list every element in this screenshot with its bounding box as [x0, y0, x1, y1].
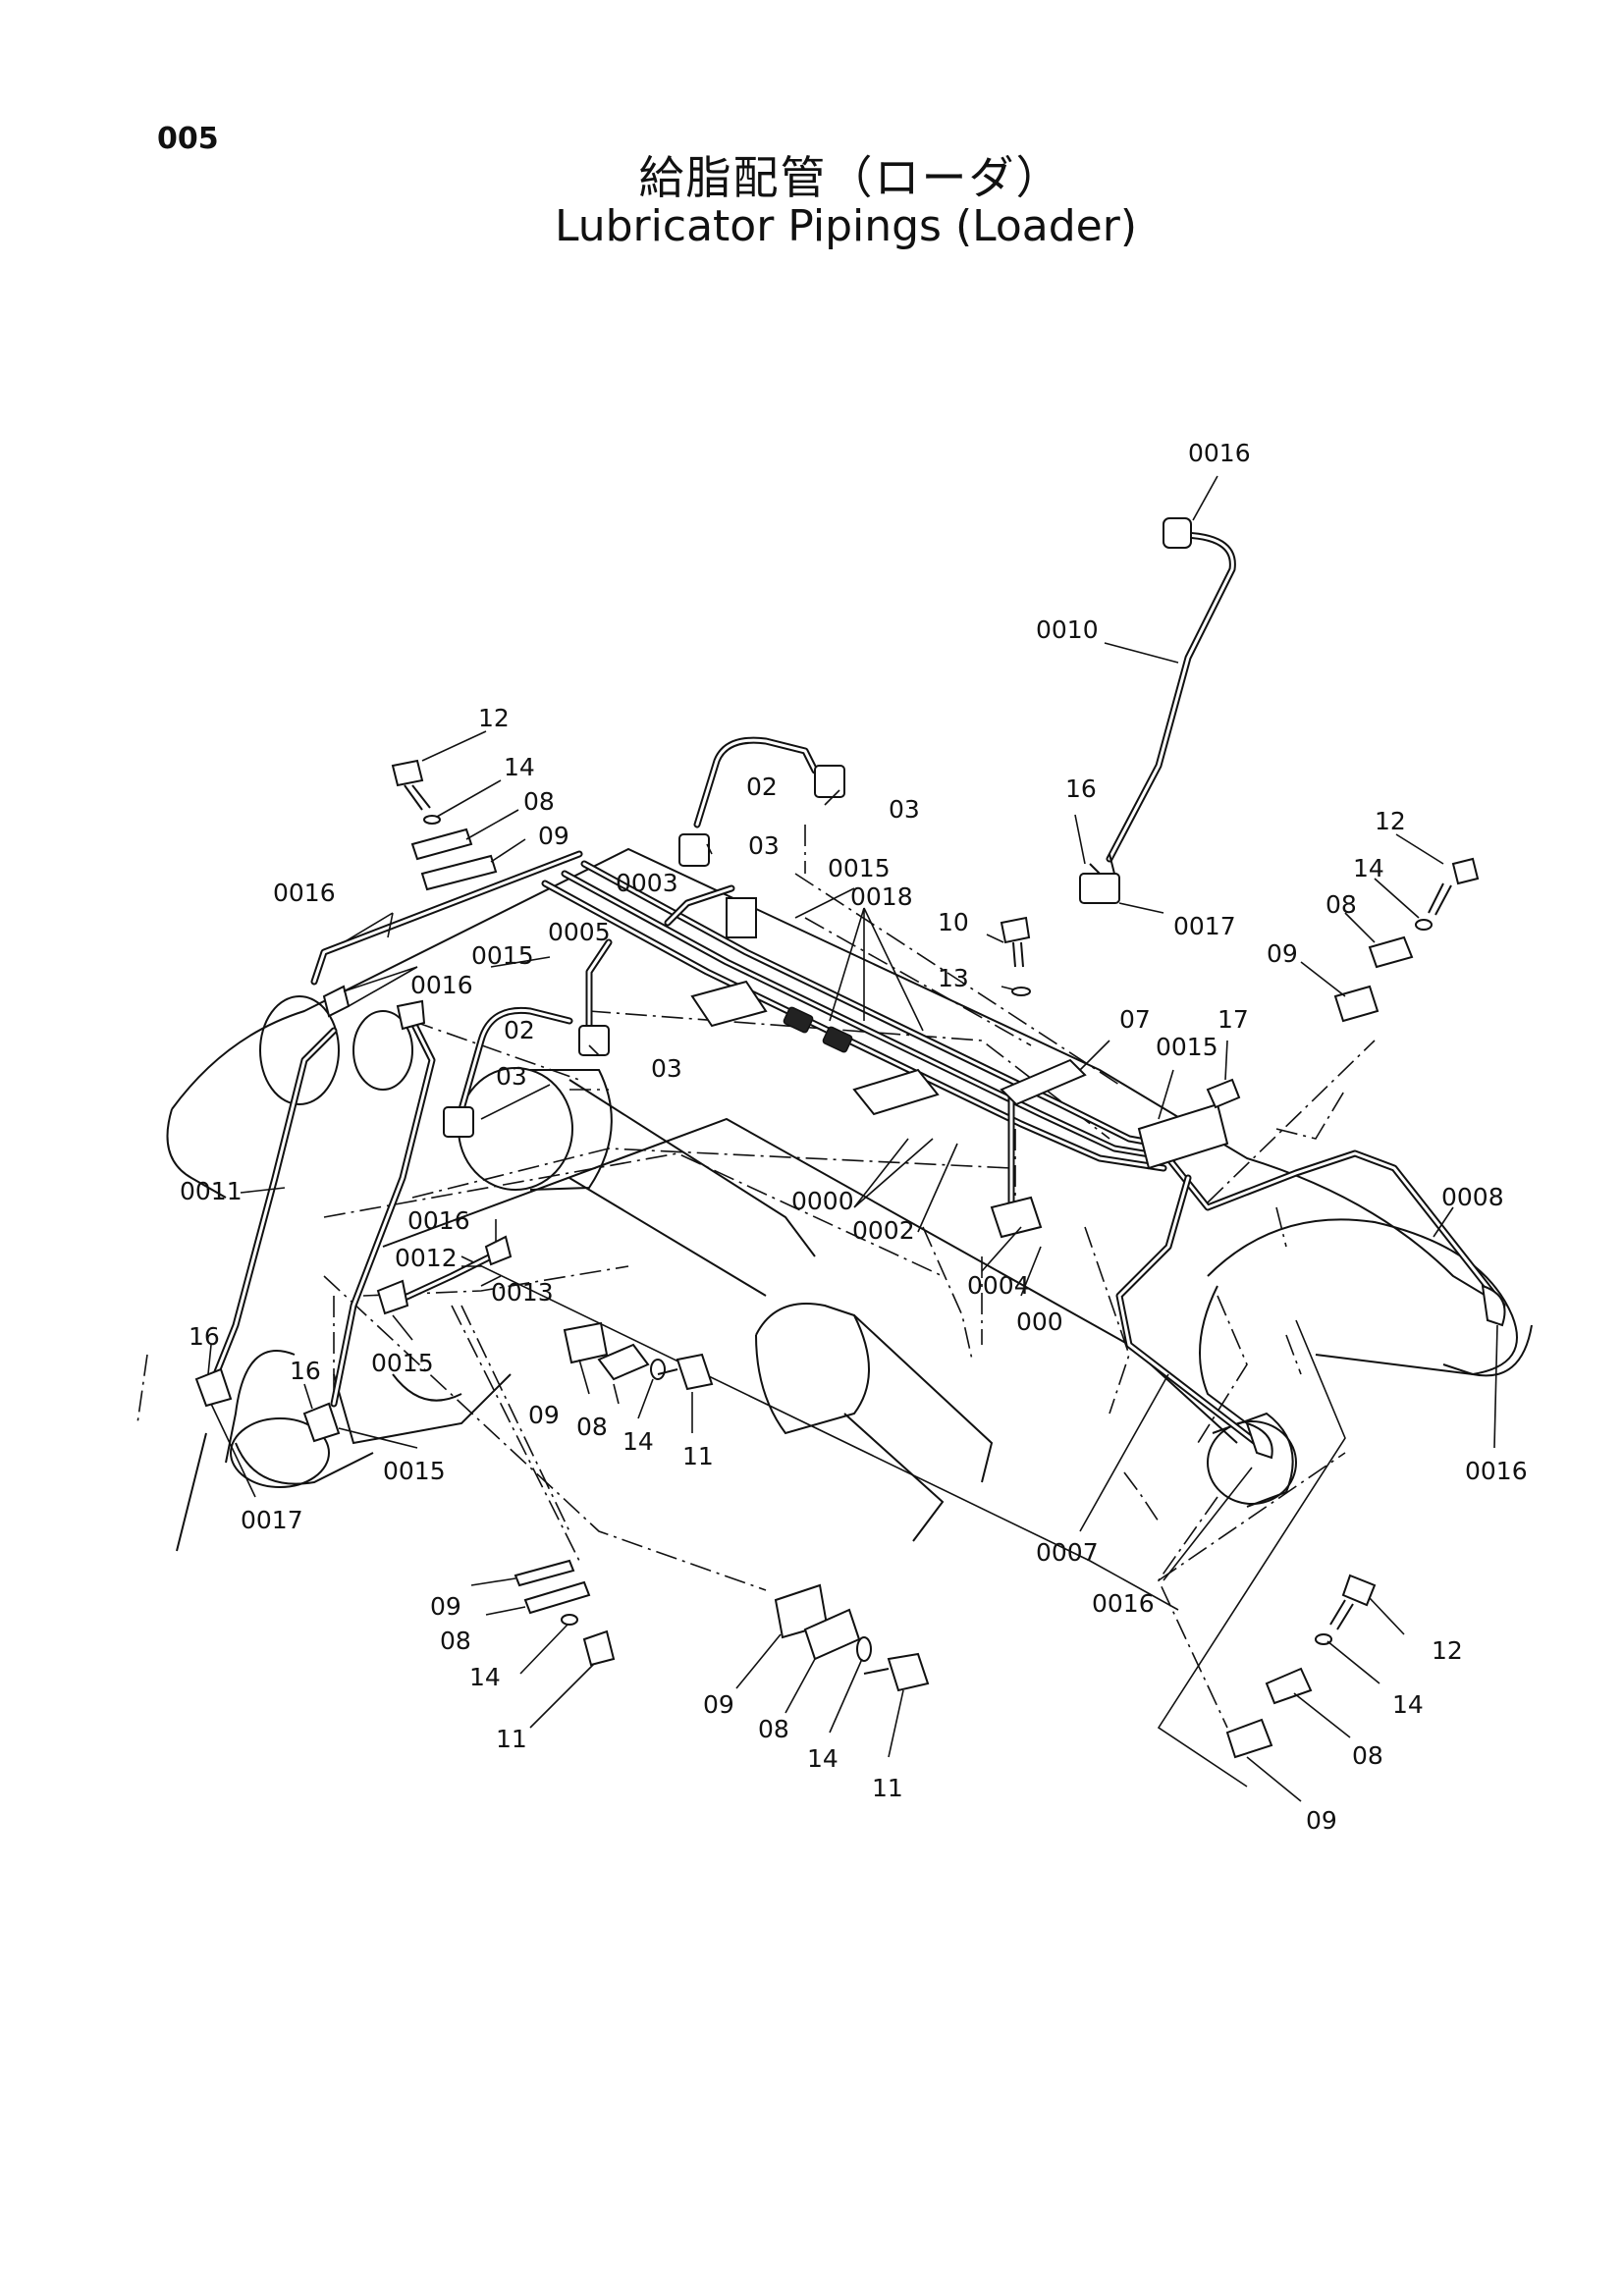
- callout-03-mid-left: 03: [496, 1062, 527, 1091]
- callout-16-left: 16: [189, 1322, 220, 1351]
- callout-0008: 0008: [1441, 1183, 1504, 1211]
- callout-0007: 0007: [1036, 1538, 1099, 1567]
- callout-0016-right: 0016: [1465, 1457, 1528, 1485]
- leader-lines: [207, 475, 1498, 1802]
- callout-0016-low: 0016: [1092, 1589, 1155, 1618]
- callout-03-top-right: 03: [889, 795, 920, 824]
- callout-13: 13: [938, 964, 969, 992]
- title-english: Lubricator Pipings (Loader): [555, 201, 1137, 251]
- callout-0017-top: 0017: [1173, 912, 1236, 940]
- callout-0013: 0013: [491, 1278, 554, 1307]
- callout-03-mid-right: 03: [651, 1054, 682, 1083]
- callout-08-mid: 08: [576, 1413, 608, 1441]
- callout-11-mid: 11: [682, 1442, 714, 1470]
- hardware-groups: [391, 759, 1480, 1759]
- callout-0003: 0003: [616, 869, 678, 897]
- callout-0011: 0011: [180, 1177, 243, 1205]
- callout-17: 17: [1217, 1005, 1249, 1034]
- callout-0015-right: 0015: [1156, 1033, 1218, 1061]
- fittings: [194, 517, 1506, 1460]
- callout-10: 10: [938, 908, 969, 936]
- callout-08-bl: 08: [440, 1627, 471, 1655]
- callout-0018: 0018: [850, 882, 913, 911]
- callout-02-mid: 02: [504, 1016, 535, 1044]
- callout-0016-b: 0016: [407, 1206, 470, 1235]
- loader-body-outline: [166, 847, 1533, 1611]
- callout-14-bl: 14: [469, 1663, 501, 1691]
- hydraulic-cylinder: [458, 1067, 994, 1542]
- callout-09-br: 09: [1306, 1806, 1337, 1835]
- callout-11-bl: 11: [496, 1725, 527, 1753]
- callout-11-bc: 11: [872, 1774, 903, 1802]
- callout-14-mid: 14: [622, 1427, 654, 1456]
- callout-09-right-top: 09: [1267, 939, 1298, 968]
- page-number: 005: [157, 122, 219, 156]
- callout-09-bl: 09: [430, 1592, 461, 1621]
- callout-labels: 0016 0010 16 0017 12 14 08 09 02 03 03 0…: [180, 439, 1528, 1835]
- callout-09-mid: 09: [528, 1401, 560, 1429]
- callout-0012: 0012: [395, 1244, 458, 1272]
- callout-0016-left: 0016: [273, 879, 336, 907]
- group-bracket: [1157, 1319, 1346, 1788]
- callout-0005: 0005: [548, 918, 611, 946]
- callout-03-top-left: 03: [748, 831, 780, 860]
- callout-16-left2: 16: [290, 1357, 321, 1385]
- callout-12-br: 12: [1432, 1636, 1463, 1665]
- callout-0000: 0000: [791, 1187, 854, 1215]
- callout-16-top: 16: [1065, 774, 1097, 803]
- callout-000: 000: [1016, 1308, 1063, 1336]
- callout-09-bc: 09: [703, 1690, 734, 1719]
- callout-08-right-top: 08: [1325, 890, 1357, 919]
- callout-08-bc: 08: [758, 1715, 789, 1743]
- callout-0010: 0010: [1036, 615, 1099, 644]
- callout-0004: 0004: [967, 1271, 1030, 1300]
- callout-12-left: 12: [478, 704, 510, 732]
- callout-14-bc: 14: [807, 1744, 839, 1773]
- callout-02-top: 02: [746, 773, 778, 801]
- callout-08-left: 08: [523, 787, 555, 816]
- callout-14-left: 14: [504, 753, 535, 781]
- callout-14-right-top: 14: [1353, 854, 1384, 882]
- callout-09-left: 09: [538, 822, 569, 850]
- callout-12-right-top: 12: [1375, 807, 1406, 835]
- title-japanese: 給脂配管（ローダ）: [638, 151, 1063, 204]
- callout-0015-low: 0015: [383, 1457, 446, 1485]
- callout-08-br: 08: [1352, 1741, 1383, 1770]
- callout-0015-top: 0015: [828, 854, 891, 882]
- lubricator-pipes: [212, 531, 1506, 1447]
- callout-0016-mid: 0016: [410, 971, 473, 999]
- callout-07: 07: [1119, 1005, 1151, 1034]
- callout-14-br: 14: [1392, 1690, 1424, 1719]
- callout-0015-b: 0015: [371, 1349, 434, 1377]
- callout-0017-low: 0017: [241, 1506, 303, 1534]
- callout-0002: 0002: [852, 1216, 915, 1245]
- callout-0016-top: 0016: [1188, 439, 1251, 467]
- callout-0015-mid: 0015: [471, 941, 534, 970]
